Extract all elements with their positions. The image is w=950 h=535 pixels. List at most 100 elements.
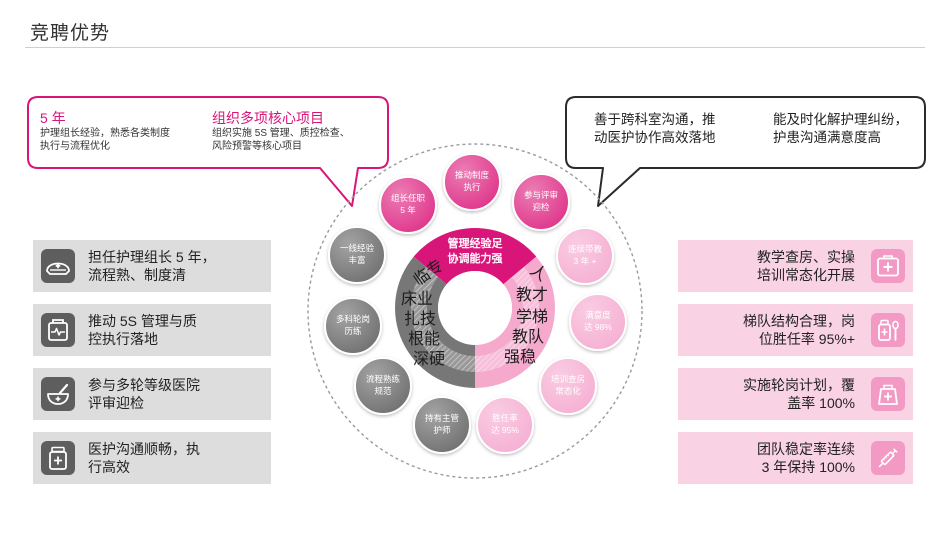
right-item: 梯队结构合理，岗 位胜任率 95%+: [678, 304, 913, 356]
callout-right-frame: [565, 96, 926, 207]
bubble-line: 组长任职: [391, 193, 426, 203]
right-item-text: 教学查房、实操 培训常态化开展: [757, 248, 855, 284]
medicine-bag-icon: [871, 377, 905, 411]
left-item-line: 行高效: [88, 459, 130, 475]
competency-hub: 管理经验足 协调能力强 临专 床业 扎技 根能 深硬 人 教才 学梯 教队 强稳…: [307, 143, 643, 479]
left-item-line: 参与多轮等级医院: [88, 377, 200, 393]
bubble-line: 达 98%: [584, 322, 612, 332]
right-item-text: 实施轮岗计划，覆 盖率 100%: [743, 376, 855, 412]
left-item-line: 医护沟通顺畅，执: [88, 441, 200, 457]
hub-right-line: 强稳: [504, 348, 536, 366]
bubble-line: 5 年: [400, 205, 416, 215]
left-item-line: 控执行落地: [88, 331, 158, 347]
hub-left-line: 深硬: [413, 350, 445, 368]
bubble: 连续带教 3 年 +: [556, 227, 614, 285]
hub-left-line: 扎技: [404, 310, 436, 328]
right-item: 团队稳定率连续 3 年保持 100%: [678, 432, 913, 484]
first-aid-box-icon: [871, 249, 905, 283]
callout-right-line: 护患沟通满意度高: [773, 130, 881, 145]
right-item-line: 教学查房、实操: [757, 249, 855, 265]
hub-center: [438, 271, 512, 345]
bubble-line: 参与评审: [524, 190, 558, 200]
right-item-line: 培训常态化开展: [757, 267, 855, 283]
hub-management-segment: [413, 228, 537, 285]
bubble-line: 多科轮岗: [336, 314, 370, 324]
callout-left-line: 风险预警等核心项目: [212, 141, 302, 152]
bubble-line: 迎检: [532, 202, 550, 212]
bubble-line: 常态化: [555, 386, 581, 396]
bubble-line: 胜任率: [492, 413, 518, 423]
callout-left-line: 护理组长经验，熟悉各类制度: [40, 128, 170, 139]
right-item-line: 盖率 100%: [787, 395, 855, 411]
bubble-line: 达 95%: [491, 425, 519, 435]
right-item-line: 梯队结构合理，岗: [743, 313, 855, 329]
left-item-text: 推动 5S 管理与质 控执行落地: [88, 312, 197, 348]
bubble-line: 推动制度: [455, 170, 490, 180]
left-item-line: 推动 5S 管理与质: [88, 313, 197, 329]
mortar-pestle-icon: [41, 377, 75, 411]
right-item-line: 团队稳定率连续: [757, 441, 855, 457]
callout-left-frame: [27, 96, 389, 207]
callout-left-projects: 组织多项核心项目 组织实施 5S 管理、质控检查、 风险预警等核心项目: [212, 109, 350, 153]
callout-right-line: 能及时化解护理纠纷，: [773, 112, 908, 127]
callout-left-line: 执行与流程优化: [40, 141, 110, 152]
nurse-cap-icon: [41, 249, 75, 283]
right-item-line: 实施轮岗计划，覆: [743, 377, 855, 393]
hub-top-line: 管理经验足: [448, 236, 504, 250]
hub-left-line: 根能: [408, 330, 440, 348]
medical-kit-icon: [41, 313, 75, 347]
bubble-line: 连续带教: [568, 244, 603, 254]
right-item: 实施轮岗计划，覆 盖率 100%: [678, 368, 913, 420]
left-item-text: 参与多轮等级医院 评审迎检: [88, 376, 200, 412]
bubble-line: 流程熟练: [366, 374, 401, 384]
right-item-line: 3 年保持 100%: [761, 459, 855, 475]
right-item: 教学查房、实操 培训常态化开展: [678, 240, 913, 292]
right-item-text: 团队稳定率连续 3 年保持 100%: [757, 440, 855, 476]
bubble-line: 一线经验: [340, 243, 375, 253]
hub-right-line: 学梯: [516, 308, 548, 326]
callout-right-disputes: 能及时化解护理纠纷， 护患沟通满意度高: [773, 111, 908, 147]
bubble: 胜任率 达 95%: [476, 396, 534, 454]
bubble: 参与评审 迎检: [512, 173, 570, 231]
hub-clinical-hatch: [411, 266, 475, 372]
bubble-line: 持有主管: [425, 413, 459, 423]
left-item: 担任护理组长 5 年， 流程熟、制度清: [33, 240, 271, 292]
left-item: 参与多轮等级医院 评审迎检: [33, 368, 271, 420]
bubble: 组长任职 5 年: [379, 176, 437, 234]
bubble: 培训查房 常态化: [539, 357, 597, 415]
bottle-spoon-icon: [871, 313, 905, 347]
bubble-line: 规范: [374, 386, 392, 396]
callout-left-heading: 组织多项核心项目: [212, 110, 324, 126]
title-divider: [25, 47, 925, 48]
bubble-line: 护师: [433, 425, 451, 435]
hub-left-line: 床业: [401, 290, 433, 308]
hub-teaching-hatch: [475, 266, 539, 372]
medicine-bottle-icon: [41, 441, 75, 475]
bubble-line: 3 年 +: [574, 256, 597, 266]
left-item-line: 流程熟、制度清: [88, 267, 186, 283]
left-item-text: 担任护理组长 5 年， 流程熟、制度清: [88, 248, 216, 284]
bubble: 一线经验 丰富: [328, 226, 386, 284]
hub-top-line: 协调能力强: [448, 251, 503, 265]
bubble: 持有主管 护师: [413, 396, 471, 454]
hub-right-line: 教队: [512, 328, 544, 346]
right-item-text: 梯队结构合理，岗 位胜任率 95%+: [743, 312, 855, 348]
bubble: 推动制度 执行: [443, 153, 501, 211]
page-title: 竞聘优势: [30, 23, 111, 44]
hub-dashed-ring: [307, 143, 643, 479]
bubble-line: 执行: [463, 182, 481, 192]
left-item-line: 担任护理组长 5 年，: [88, 249, 216, 265]
callout-left-experience: 5 年 护理组长经验，熟悉各类制度 执行与流程优化: [40, 109, 170, 153]
bubble: 流程熟练 规范: [354, 357, 412, 415]
left-item-line: 评审迎检: [88, 395, 144, 411]
right-item-line: 位胜任率 95%+: [758, 331, 855, 347]
left-item: 医护沟通顺畅，执 行高效: [33, 432, 271, 484]
left-item-text: 医护沟通顺畅，执 行高效: [88, 440, 200, 476]
syringe-icon: [871, 441, 905, 475]
bubble-line: 历练: [344, 326, 362, 336]
bubble-line: 培训查房: [551, 374, 585, 384]
bubble: 多科轮岗 历练: [324, 297, 382, 355]
callout-right-line: 善于跨科室沟通，推: [594, 112, 716, 127]
bubble-line: 丰富: [348, 255, 365, 265]
callout-right-communication: 善于跨科室沟通，推 动医护协作高效落地: [594, 111, 716, 147]
